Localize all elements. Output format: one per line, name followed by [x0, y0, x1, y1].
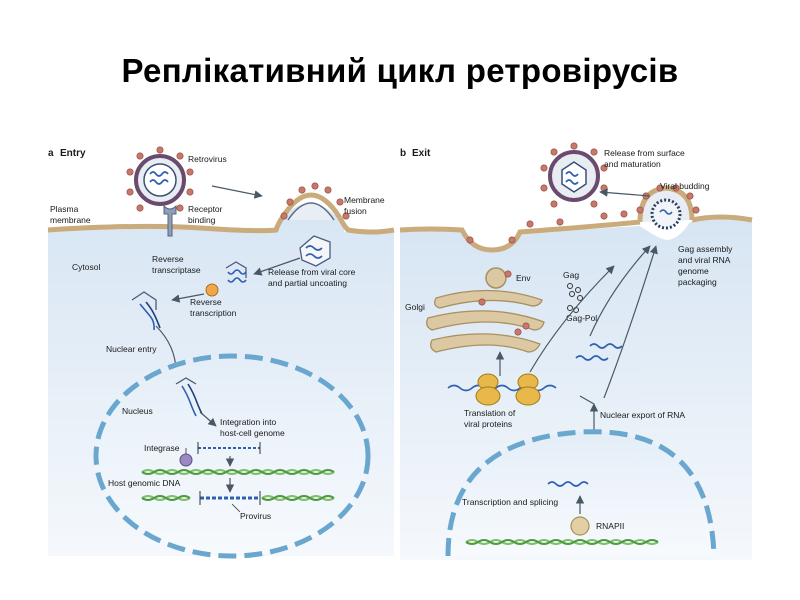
retrovirus-particle [126, 146, 194, 212]
slide-title: Реплікативний цикл ретровірусів [121, 52, 679, 89]
panel-b-host-dna [465, 539, 659, 545]
label-env: Env [516, 273, 531, 283]
label-nuclear-entry: Nuclear entry [106, 344, 157, 354]
label-plasma-membrane-2: membrane [50, 215, 91, 225]
integrase-enzyme [179, 448, 193, 467]
label-golgi: Golgi [405, 302, 425, 312]
cytoplasmic-rna-2 [589, 343, 623, 349]
panel-a-entry: a Entry Retrovirus Receptor binding Memb… [47, 146, 395, 559]
label-gag-assembly-1: Gag assembly [678, 244, 733, 254]
arrow-to-fusion [211, 185, 263, 199]
panel-a-heading: Entry [60, 148, 86, 159]
panel-b-plasma-membrane [399, 219, 641, 253]
label-translation-1: Translation of [464, 408, 516, 418]
panel-b-nucleus [445, 429, 717, 557]
label-translation-2: viral proteins [464, 419, 512, 429]
ribosome-2 [515, 373, 541, 406]
label-nucleus: Nucleus [122, 406, 153, 416]
label-provirus: Provirus [240, 511, 271, 521]
label-plasma-membrane-1: Plasma [50, 204, 79, 214]
panel-b-exit: b Exit Release from surface [399, 142, 753, 560]
membrane-fusion-bud [279, 182, 350, 221]
arrow-gag-to-membrane [529, 265, 615, 373]
label-receptor-binding-2: binding [188, 215, 216, 225]
label-gag-assembly-4: packaging [678, 277, 717, 287]
panel-a-membrane-right [337, 216, 395, 235]
arrow-integration [199, 411, 217, 427]
label-release-surface-1: Release from surface [604, 148, 685, 158]
viral-dna-complex [131, 291, 161, 331]
viral-dna-ends [197, 442, 261, 454]
label-integrase: Integrase [144, 443, 180, 453]
uncoated-core [225, 261, 247, 283]
label-rnapii: RNAPII [596, 521, 624, 531]
label-release-2: and partial uncoating [268, 278, 347, 288]
label-cytosol: Cytosol [72, 262, 100, 272]
panel-a-letter: a [48, 148, 54, 159]
label-nuclear-export: Nuclear export of RNA [600, 410, 685, 420]
label-release-1: Release from viral core [268, 267, 356, 277]
cytoplasmic-rna-1 [575, 355, 609, 361]
label-host-genomic-dna: Host genomic DNA [108, 478, 181, 488]
released-viral-core [299, 235, 331, 267]
arrow-rna-to-budding [589, 245, 651, 337]
panel-a-nucleus [93, 353, 371, 559]
label-transcription-splicing: Transcription and splicing [462, 497, 558, 507]
gag-proteins [567, 283, 583, 301]
reverse-transcriptase-enzyme [205, 283, 219, 297]
panel-b-heading: Exit [412, 148, 431, 159]
arrow-rna-to-assembly [603, 245, 658, 399]
label-membrane-fusion-1: Membrane [344, 195, 385, 205]
ribosome-1 [475, 373, 501, 406]
label-integration-2: host-cell genome [220, 428, 285, 438]
provirus-strand [141, 491, 335, 505]
mature-virion [540, 142, 608, 208]
env-spike [504, 270, 512, 278]
arrow-uncoating [253, 257, 301, 276]
host-genomic-dna-strand [141, 469, 335, 475]
label-reverse-transcriptase-1: Reverse [152, 254, 184, 264]
nuclear-rna [547, 481, 589, 487]
label-gag: Gag [563, 270, 579, 280]
label-reverse-transcription-2: transcription [190, 308, 237, 318]
panel-b-letter: b [400, 148, 406, 159]
budding-virion [636, 184, 700, 230]
arrow-reverse-transcription [171, 293, 205, 303]
label-membrane-fusion-2: fusion [344, 206, 367, 216]
label-retrovirus: Retrovirus [188, 154, 227, 164]
viral-dna-in-nucleus [175, 377, 203, 417]
host-receptor [163, 204, 177, 237]
panel-b-membrane-right [691, 214, 753, 223]
label-gag-pol: Gag-Pol [566, 313, 597, 323]
label-release-surface-2: and maturation [604, 159, 661, 169]
label-reverse-transcriptase-2: transcriptase [152, 265, 201, 275]
env-vesicle [485, 267, 507, 289]
label-viral-budding: Viral budding [660, 181, 710, 191]
arrow-to-mrna [579, 395, 595, 405]
golgi-apparatus [426, 289, 545, 353]
label-receptor-binding-1: Receptor [188, 204, 223, 214]
label-gag-assembly-3: genome [678, 266, 709, 276]
rnapii-enzyme [570, 516, 590, 536]
arrow-release [599, 188, 651, 197]
label-integration-1: Integration into [220, 417, 277, 427]
provirus-pointer [231, 503, 241, 513]
label-gag-assembly-2: and viral RNA [678, 255, 731, 265]
panel-a-plasma-membrane [47, 216, 285, 234]
label-reverse-transcription-1: Reverse [190, 297, 222, 307]
